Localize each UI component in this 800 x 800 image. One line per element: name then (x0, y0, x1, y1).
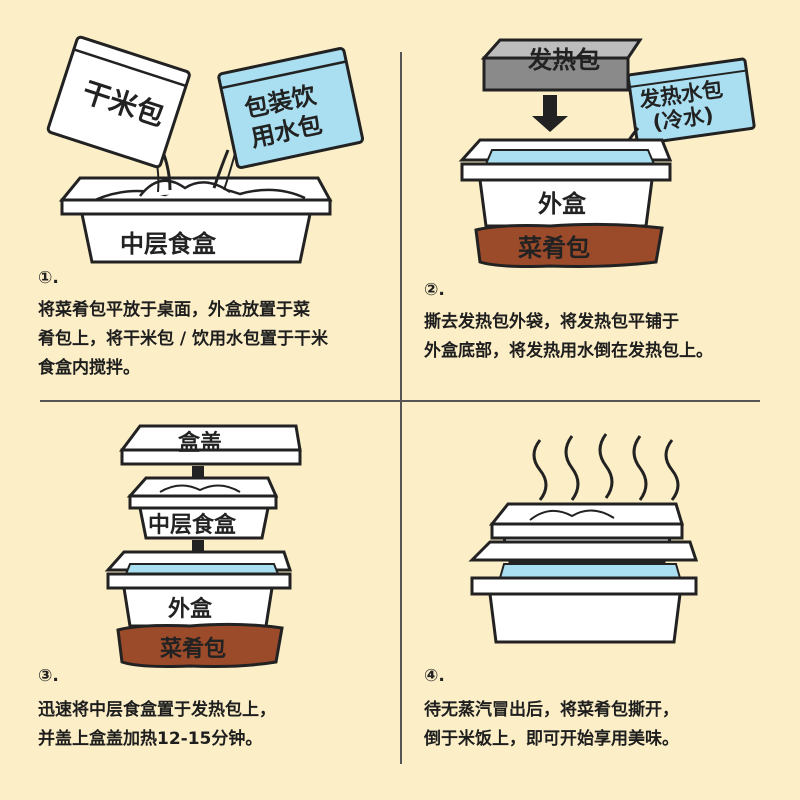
dish-pack-label: 菜肴包 (159, 636, 226, 662)
step-description: 撕去发热包外袋，将发热包平铺于 外盒底部，将发热用水倒在发热包上。 (424, 312, 713, 361)
water-pack-icon (217, 47, 365, 170)
step-number: ②. (424, 280, 445, 300)
heat-water-pack-icon (626, 57, 756, 146)
step-4-illustration (468, 433, 699, 644)
step-number: ①. (38, 268, 59, 288)
step-1-panel: 干米包 包装饮 用水包 中层食盒 ①. 将菜肴包平放于桌面，外盒放置于菜 肴包上… (0, 0, 400, 400)
step-description: 迅速将中层食盒置于发热包上， 并盖上盒盖加热12-15分钟。 (38, 700, 276, 749)
lid-icon (120, 448, 302, 466)
step-number: ④. (424, 666, 445, 686)
outer-box-label: 外盒 (538, 190, 587, 218)
steam-icon (532, 433, 680, 501)
step-description: 待无蒸汽冒出后，将菜肴包撕开， 倒于米饭上，即可开始享用美味。 (424, 700, 679, 749)
heat-pack-icon (482, 56, 630, 92)
dish-pack-icon (116, 622, 284, 668)
step-2-illustration: 发热包 发热水包 (冷水) 外盒 菜肴包 (458, 38, 756, 268)
outer-box-icon (488, 592, 682, 644)
lid-label: 盒盖 (177, 430, 222, 456)
step-number: ③. (38, 666, 59, 686)
dish-pack-label: 菜肴包 (517, 234, 590, 262)
step-2-panel: 发热包 发热水包 (冷水) 外盒 菜肴包 ②. 撕去发热包外袋，将发热包平铺于 … (400, 0, 800, 400)
step-3-panel: 盒盖 中层食盒 外盒 菜肴包 ③. 迅速将中层食盒置于发热包上， 并盖上盒盖加热… (0, 400, 400, 800)
heat-pack-label: 发热包 (527, 46, 600, 74)
step-description: 将菜肴包平放于桌面，外盒放置于菜 肴包上，将干米包 / 饮用水包置于干米 食盒内… (38, 300, 329, 378)
step-4-panel: ④. 待无蒸汽冒出后，将菜肴包撕开， 倒于米饭上，即可开始享用美味。 (400, 400, 800, 800)
tray-label: 中层食盒 (120, 230, 217, 258)
down-arrow-icon (532, 116, 568, 132)
tray-label: 中层食盒 (148, 512, 237, 538)
dish-pack-icon (474, 222, 664, 268)
step-1-illustration: 干米包 包装饮 用水包 中层食盒 (46, 35, 365, 264)
step-3-illustration: 盒盖 中层食盒 外盒 菜肴包 (104, 424, 302, 668)
rice-pack-icon (46, 35, 191, 169)
vertical-divider (400, 52, 402, 764)
outer-box-label: 外盒 (168, 596, 213, 622)
horizontal-divider (40, 400, 760, 402)
tray-icon (138, 506, 270, 540)
